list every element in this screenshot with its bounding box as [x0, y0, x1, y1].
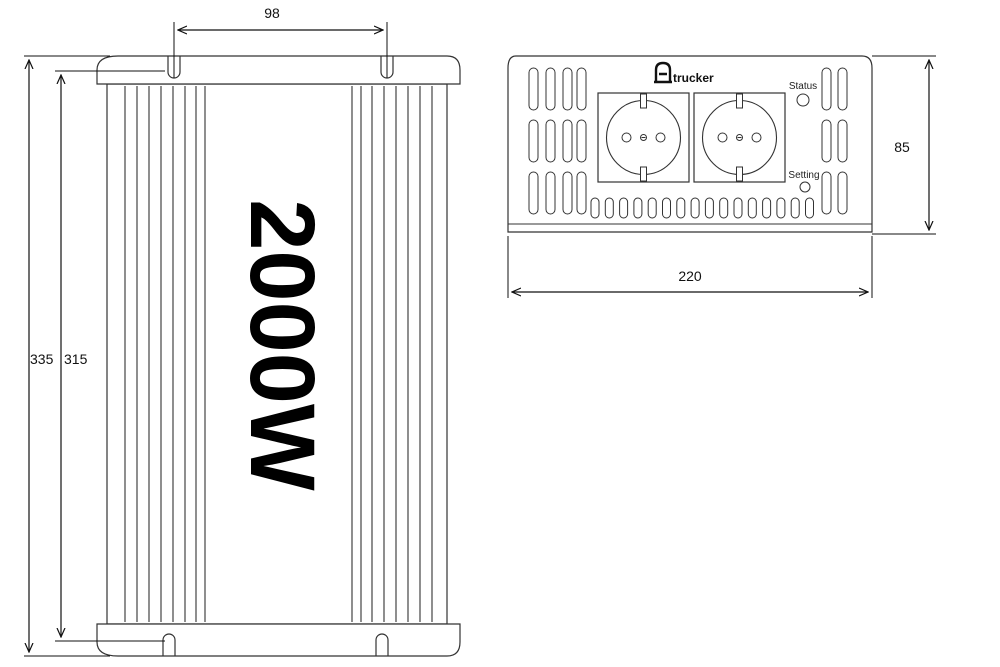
- ground-clip-bottom: [736, 166, 743, 182]
- vent-slot: [576, 119, 587, 163]
- vent-slot: [821, 171, 832, 215]
- vent-slot: [528, 67, 539, 111]
- status-label: Status: [789, 81, 817, 92]
- setting-button-icon: [799, 181, 811, 193]
- vent-slot: [619, 197, 629, 219]
- vent-slot: [733, 197, 743, 219]
- ac-outlet-2: [693, 92, 786, 183]
- inverter-body-outline: [106, 83, 448, 625]
- dimension-width: 220: [507, 236, 873, 298]
- top-view: 2000W 98 335 315: [24, 5, 461, 657]
- outlet-pin-hole: [621, 132, 632, 143]
- body-length-value: 315: [64, 351, 88, 367]
- vent-slot: [590, 197, 600, 219]
- brand-name: trucker: [673, 71, 714, 85]
- vent-slot: [790, 197, 800, 219]
- vent-slot: [528, 119, 539, 163]
- dimension-height: 85: [872, 55, 936, 235]
- vent-slot: [821, 119, 832, 163]
- dimension-overall-length: 335: [24, 55, 110, 657]
- vent-slot: [545, 171, 556, 215]
- width-value: 220: [678, 268, 702, 284]
- vent-slot: [690, 197, 700, 219]
- brand-logo-icon: [654, 61, 672, 84]
- heatsink-fins-left: [124, 86, 206, 622]
- outlet-pin-hole: [717, 132, 728, 143]
- vent-slots-bottom: [590, 197, 814, 219]
- vent-slot: [576, 67, 587, 111]
- bottom-mounting-flange: [96, 623, 461, 657]
- vent-slot: [545, 67, 556, 111]
- top-mounting-flange: [96, 55, 461, 85]
- vent-slot: [762, 197, 772, 219]
- vent-slot: [545, 119, 556, 163]
- vent-slot: [604, 197, 614, 219]
- outlet-pin-hole: [751, 132, 762, 143]
- vent-slot: [837, 119, 848, 163]
- height-value: 85: [894, 139, 910, 155]
- vent-slot: [837, 67, 848, 111]
- vent-slot: [719, 197, 729, 219]
- dimension-hole-spacing: 98: [173, 5, 388, 78]
- ground-clip-bottom: [640, 166, 647, 182]
- dimension-body-length: 315: [55, 70, 165, 642]
- vent-slot: [821, 67, 832, 111]
- vent-slot: [805, 197, 814, 219]
- vent-slot: [647, 197, 657, 219]
- power-rating-label: 2000W: [231, 199, 333, 491]
- vent-slot: [576, 171, 587, 215]
- brand-logo: trucker: [654, 61, 714, 85]
- hole-spacing-value: 98: [264, 5, 280, 21]
- vent-slot: [747, 197, 757, 219]
- ground-clip-top: [736, 93, 743, 109]
- vent-slot: [562, 119, 573, 163]
- ground-clip-top: [640, 93, 647, 109]
- bottom-mounting-slot-right: [375, 633, 389, 656]
- heatsink-fins-right: [351, 86, 433, 622]
- vent-slot: [562, 67, 573, 111]
- vent-slot: [704, 197, 714, 219]
- outlet-pin-hole: [655, 132, 666, 143]
- vent-slot: [633, 197, 643, 219]
- status-led-icon: [796, 93, 810, 107]
- vent-slot: [562, 171, 573, 215]
- vent-slot: [528, 171, 539, 215]
- ac-outlet-1: [597, 92, 690, 183]
- overall-length-value: 335: [30, 351, 54, 367]
- vent-slot: [837, 171, 848, 215]
- setting-label: Setting: [788, 170, 819, 181]
- bottom-mounting-slot-left: [162, 633, 176, 656]
- vent-slots-left: [528, 67, 587, 215]
- vent-slot: [662, 197, 671, 219]
- front-view: trucker Status Setting 220 85: [507, 55, 936, 298]
- vent-slots-right: [821, 67, 848, 215]
- vent-slot: [676, 197, 686, 219]
- vent-slot: [776, 197, 786, 219]
